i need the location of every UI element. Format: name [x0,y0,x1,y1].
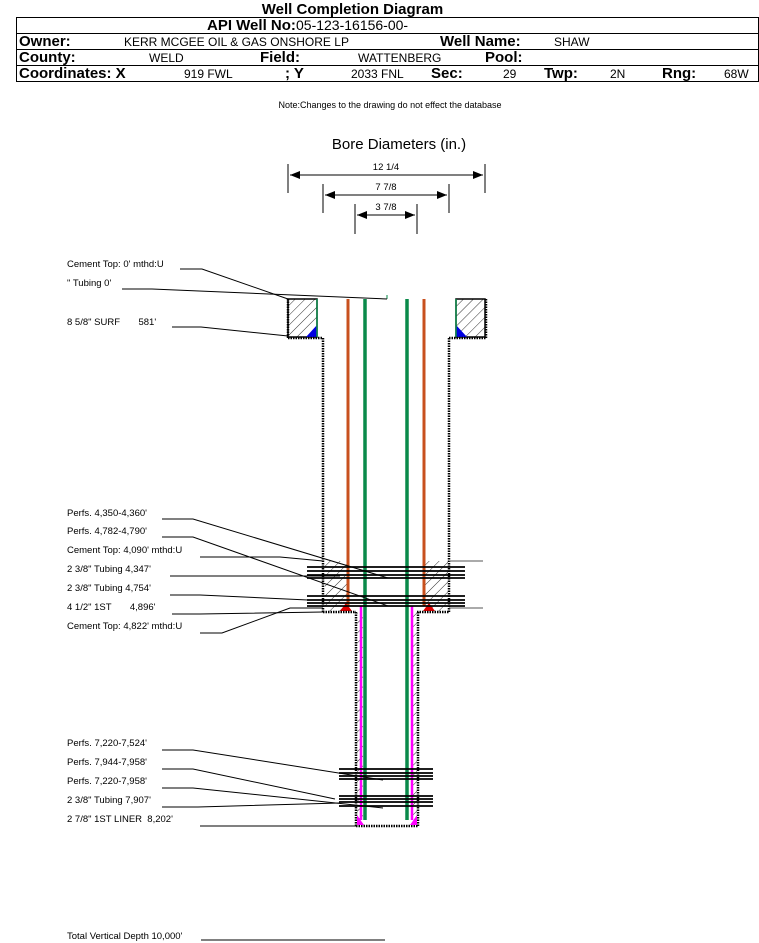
y-label: ; Y [285,65,304,82]
database-note: Note:Changes to the drawing do not effec… [278,100,502,110]
owner-row: Owner: KERR MCGEE OIL & GAS ONSHORE LP W… [16,33,759,50]
annotation-cement-top-4090: Cement Top: 4,090' mthd:U [67,545,182,556]
surface-casing [286,298,488,340]
annotation-total-depth: Total Vertical Depth 10,000' [67,931,183,942]
tubing-strings [346,295,426,820]
owner-label: Owner: [19,33,71,50]
perforation-band-upper [307,560,483,609]
liner [354,606,420,828]
county-value: WELD [149,51,184,65]
cement-red-left [340,603,352,611]
cement-red-right [423,603,435,611]
coordinates-label: Coordinates: X [19,65,126,82]
dimension-3-7-8: 3 7/8 [354,202,418,234]
cement-blue-left [306,325,317,337]
annotation-perfs-7220-7958: Perfs. 7,220-7,958' [67,776,147,787]
dimension-12-1-4: 12 1/4 [287,162,486,193]
x-value: 919 FWL [184,67,233,81]
sec-label: Sec: [431,65,463,82]
rng-value: 68W [724,67,749,81]
annotation-tubing-4754: 2 3/8" Tubing 4,754' [67,583,151,594]
annotation-cement-top-4822: Cement Top: 4,822' mthd:U [67,621,182,632]
field-value: WATTENBERG [358,51,442,65]
annotation-perfs-4350: Perfs. 4,350-4,360' [67,508,147,519]
diagram-title: Well Completion Diagram [261,1,444,18]
dimension-7-7-8: 7 7/8 [322,182,450,213]
annotation-liner-8202: 2 7/8" 1ST LINER 8,202' [67,814,173,825]
cement-blue-right [456,325,467,337]
county-row: County: WELD Field: WATTENBERG Pool: [16,49,759,66]
annotation-tubing-0: " Tubing 0' [67,278,111,289]
api-row: API Well No: 05-123-16156-00- [16,17,759,34]
annotation-perfs-4782: Perfs. 4,782-4,790' [67,526,147,537]
annotation-tubing-7907: 2 3/8" Tubing 7,907' [67,795,151,806]
y-value: 2033 FNL [351,67,404,81]
sec-value: 29 [503,67,517,81]
annotations: Cement Top: 0' mthd:U " Tubing 0' 8 5/8"… [67,259,389,942]
annotation-cement-top-0: Cement Top: 0' mthd:U [67,259,164,270]
api-value: 05-123-16156-00- [296,17,409,33]
annotation-surface-casing: 8 5/8" SURF 581' [67,317,156,328]
well-name-label: Well Name: [440,33,521,50]
coordinates-row: Coordinates: X 919 FWL ; Y 2033 FNL Sec:… [16,65,759,82]
dimension-label: 7 7/8 [375,182,396,193]
twp-value: 2N [610,67,626,81]
well-name-value: SHAW [554,35,590,49]
well-info-header: API Well No: 05-123-16156-00- Owner: KER… [16,17,759,82]
api-label: API Well No: [207,17,296,34]
annotation-tubing-4347: 2 3/8" Tubing 4,347' [67,564,151,575]
owner-value: KERR MCGEE OIL & GAS ONSHORE LP [124,35,349,49]
twp-label: Twp: [544,65,578,82]
dimension-label: 12 1/4 [373,162,399,173]
field-label: Field: [260,49,300,66]
bore-diameters-title: Bore Diameters (in.) [332,136,466,153]
annotation-1st-casing: 4 1/2" 1ST 4,896' [67,602,156,613]
annotation-perfs-7944: Perfs. 7,944-7,958' [67,757,147,768]
dimension-label: 3 7/8 [375,202,396,213]
rng-label: Rng: [662,65,697,82]
annotation-perfs-7220-7524: Perfs. 7,220-7,524' [67,738,147,749]
pool-label: Pool: [485,49,523,66]
county-label: County: [19,49,76,66]
